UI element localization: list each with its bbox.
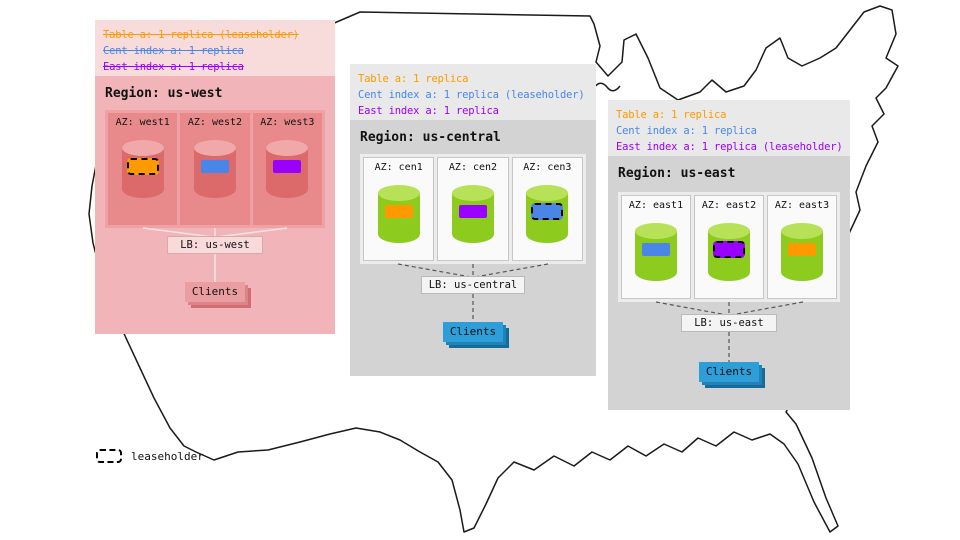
- az-group-us-east: AZ: east1 AZ: east2 AZ: [618, 192, 840, 302]
- replica-range: [384, 205, 413, 218]
- az-group-us-west: AZ: west1 AZ: west2 AZ: [105, 110, 325, 228]
- cylinder-body: [451, 193, 494, 243]
- region-title: Region: us-central: [360, 130, 501, 145]
- db-node-cylinder: [193, 140, 236, 198]
- region-body-us-west: Region: us-west AZ: west1 AZ: west2: [95, 76, 335, 334]
- legend-label: leaseholder: [131, 449, 204, 463]
- cylinder-body: [266, 148, 309, 198]
- load-balancer-us-east: LB: us-east: [681, 314, 777, 332]
- legend: leaseholder: [96, 449, 204, 463]
- region-body-us-central: Region: us-central AZ: cen1 AZ: cen2: [350, 120, 596, 376]
- az-cen1: AZ: cen1: [363, 157, 435, 261]
- db-node-cylinder: [121, 140, 164, 198]
- db-node-cylinder: [708, 223, 750, 281]
- annotation-east-index: East index a: 1 replica: [358, 105, 499, 117]
- annotation-cent-index: Cent index a: 1 replica: [616, 125, 757, 137]
- clients-box-us-east: Clients: [699, 362, 759, 382]
- annotation-table: Table a: 1 replica: [358, 73, 469, 85]
- region-panel-us-east: Table a: 1 replica Cent index a: 1 repli…: [608, 100, 850, 410]
- region-panel-us-central: Table a: 1 replica Cent index a: 1 repli…: [350, 64, 596, 376]
- region-body-us-east: Region: us-east AZ: east1 AZ: east2: [608, 156, 850, 410]
- az-label: AZ: east3: [774, 200, 830, 211]
- az-label: AZ: cen3: [523, 162, 572, 173]
- az-label: AZ: cen2: [448, 162, 498, 173]
- region-title: Region: us-west: [105, 86, 223, 101]
- cylinder-body: [635, 231, 677, 281]
- db-node-cylinder: [781, 223, 823, 281]
- az-label: AZ: west3: [260, 117, 315, 128]
- cylinder-top: [635, 223, 677, 239]
- cylinder-top: [377, 185, 420, 201]
- az-label: AZ: cen1: [374, 162, 423, 173]
- az-east2: AZ: east2: [694, 195, 764, 299]
- clients-box-us-central: Clients: [443, 322, 503, 342]
- az-cen2: AZ: cen2: [437, 157, 509, 261]
- cylinder-body: [377, 193, 420, 243]
- replica-range: [458, 205, 487, 218]
- annotation-cent-index: Cent index a: 1 replica: [103, 45, 244, 57]
- annotation-table: Table a: 1 replica (leaseholder): [103, 29, 299, 41]
- az-west3: AZ: west3: [252, 113, 322, 225]
- db-node-cylinder: [451, 185, 494, 243]
- db-node-cylinder: [635, 223, 677, 281]
- replica-range-leaseholder: [126, 158, 159, 175]
- cylinder-top: [266, 140, 309, 156]
- cylinder-top: [121, 140, 164, 156]
- annotation-box-us-west: Table a: 1 replica (leaseholder) Cent in…: [95, 20, 335, 76]
- cylinder-top: [526, 185, 569, 201]
- az-west2: AZ: west2: [180, 113, 250, 225]
- db-node-cylinder: [266, 140, 309, 198]
- annotation-east-index: East index a: 1 replica (leaseholder): [616, 141, 843, 153]
- replica-range: [642, 243, 670, 256]
- region-panel-us-west: Table a: 1 replica (leaseholder) Cent in…: [95, 20, 335, 334]
- annotation-cent-index: Cent index a: 1 replica (leaseholder): [358, 89, 585, 101]
- az-cen3: AZ: cen3: [511, 157, 583, 261]
- clients-box-us-west: Clients: [185, 282, 245, 302]
- cylinder-top: [451, 185, 494, 201]
- az-label: AZ: west2: [187, 117, 243, 128]
- cylinder-body: [781, 231, 823, 281]
- az-west1: AZ: west1: [108, 113, 178, 225]
- replica-range: [788, 243, 816, 256]
- az-label: AZ: east2: [701, 200, 757, 211]
- leaseholder-dashed-swatch: [96, 449, 122, 463]
- az-group-us-central: AZ: cen1 AZ: cen2 AZ:: [360, 154, 586, 264]
- cylinder-top: [708, 223, 750, 239]
- replica-range-leaseholder: [713, 241, 745, 258]
- cylinder-body: [193, 148, 236, 198]
- region-title: Region: us-east: [618, 166, 736, 181]
- replica-range: [200, 160, 229, 173]
- annotation-box-us-central: Table a: 1 replica Cent index a: 1 repli…: [350, 64, 596, 120]
- annotation-east-index: East index a: 1 replica: [103, 61, 244, 73]
- replica-range: [273, 160, 302, 173]
- db-node-cylinder: [526, 185, 569, 243]
- load-balancer-us-west: LB: us-west: [167, 236, 263, 254]
- replica-range-leaseholder: [531, 203, 564, 220]
- load-balancer-us-central: LB: us-central: [421, 276, 525, 294]
- cylinder-top: [781, 223, 823, 239]
- az-east3: AZ: east3: [767, 195, 837, 299]
- cylinder-top: [193, 140, 236, 156]
- annotation-box-us-east: Table a: 1 replica Cent index a: 1 repli…: [608, 100, 850, 156]
- az-label: AZ: east1: [628, 200, 684, 211]
- az-east1: AZ: east1: [621, 195, 691, 299]
- annotation-table: Table a: 1 replica: [616, 109, 727, 121]
- db-node-cylinder: [377, 185, 420, 243]
- az-label: AZ: west1: [115, 117, 170, 128]
